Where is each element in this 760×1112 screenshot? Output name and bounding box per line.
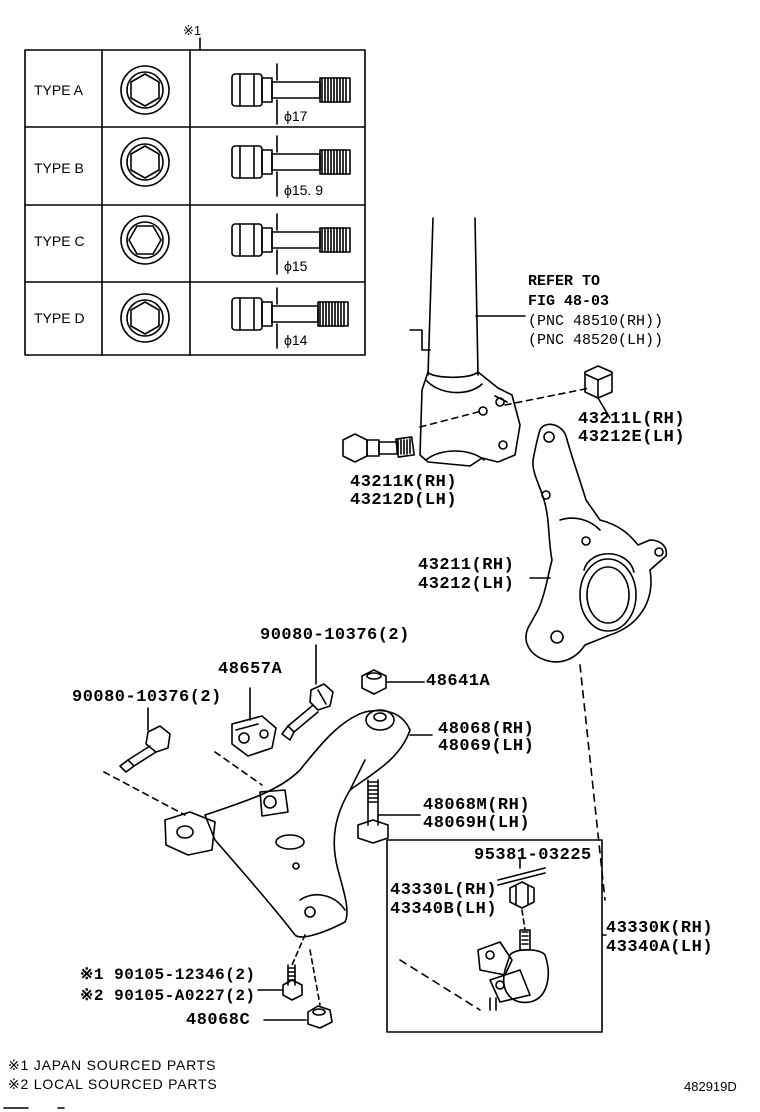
bolt-icon-type-c bbox=[231, 213, 351, 275]
strut-nut-43211l bbox=[584, 365, 613, 399]
type-b-label: TYPE B bbox=[34, 160, 84, 176]
part-label-43340a: 43340A(LH) bbox=[606, 938, 714, 957]
bolt-90080-left bbox=[119, 725, 171, 773]
type-d-label: TYPE D bbox=[34, 310, 85, 326]
part-label-90105-local: ※2 90105-A0227(2) bbox=[80, 987, 256, 1005]
part-label-48069: 48069(LH) bbox=[438, 737, 535, 756]
bushing-48657a bbox=[231, 715, 277, 757]
upper-strut-bolt bbox=[342, 433, 415, 463]
nut-icon-type-c bbox=[120, 215, 170, 265]
type-c-label: TYPE C bbox=[34, 233, 85, 249]
refer-line-1: REFER TO bbox=[528, 273, 601, 290]
cotter-pin bbox=[497, 867, 546, 886]
part-label-43340b: 43340B(LH) bbox=[390, 900, 498, 919]
part-label-48068: 48068(RH) bbox=[438, 720, 535, 739]
part-label-43330l: 43330L(RH) bbox=[390, 881, 498, 900]
refer-line-4: (PNC 48520(LH)) bbox=[528, 332, 664, 349]
nut-48068c bbox=[307, 1005, 333, 1029]
bolt-48068m bbox=[357, 779, 389, 844]
type-a-dimension: ϕ17 bbox=[284, 108, 308, 124]
bolt-90105 bbox=[282, 964, 303, 1001]
bolt-90080-top bbox=[281, 683, 334, 741]
note-japan-sourced: ※1 JAPAN SOURCED PARTS bbox=[8, 1057, 217, 1073]
part-label-48657a: 48657A bbox=[218, 660, 283, 679]
strut-absorber bbox=[409, 217, 521, 467]
nut-icon-type-d bbox=[120, 293, 170, 343]
nut-48641a bbox=[361, 669, 387, 695]
part-label-43211l: 43211L(RH) bbox=[578, 410, 686, 429]
note-local-sourced: ※2 LOCAL SOURCED PARTS bbox=[8, 1076, 218, 1092]
part-label-48069h: 48069H(LH) bbox=[423, 814, 531, 833]
type-a-label: TYPE A bbox=[34, 82, 84, 98]
bolt-type-table bbox=[24, 37, 366, 356]
table-header-mark: ※1 bbox=[183, 23, 202, 38]
type-d-dimension: ϕ14 bbox=[284, 332, 308, 348]
part-label-48068c: 48068C bbox=[186, 1011, 251, 1030]
part-label-48641a: 48641A bbox=[426, 672, 491, 691]
part-label-95381: 95381-03225 bbox=[474, 846, 592, 865]
lower-control-arm bbox=[164, 709, 411, 938]
refer-line-2: FIG 48-03 bbox=[528, 293, 610, 310]
bolt-icon-type-b bbox=[231, 135, 351, 197]
part-label-90080-top: 90080-10376(2) bbox=[260, 626, 410, 645]
part-label-90080-left: 90080-10376(2) bbox=[72, 688, 222, 707]
part-label-43211: 43211(RH) bbox=[418, 556, 515, 575]
part-label-43211k: 43211K(RH) bbox=[350, 473, 458, 492]
part-label-43212d: 43212D(LH) bbox=[350, 491, 458, 510]
part-label-90105-jp: ※1 90105-12346(2) bbox=[80, 966, 256, 984]
part-label-43330k: 43330K(RH) bbox=[606, 919, 714, 938]
nut-icon-type-a bbox=[120, 65, 170, 115]
ball-joint-box bbox=[386, 839, 603, 1033]
part-label-43212: 43212(LH) bbox=[418, 575, 515, 594]
refer-line-3: (PNC 48510(RH)) bbox=[528, 313, 664, 330]
bolt-icon-type-a bbox=[231, 63, 351, 125]
steering-knuckle bbox=[525, 423, 668, 663]
nut-icon-type-b bbox=[120, 137, 170, 187]
bolt-icon-type-d bbox=[231, 287, 349, 349]
type-c-dimension: ϕ15 bbox=[284, 258, 308, 274]
type-b-dimension: ϕ15. 9 bbox=[284, 182, 323, 198]
ball-joint bbox=[477, 929, 549, 1011]
castle-nut-43330l bbox=[509, 881, 535, 909]
diagram-id: 482919D bbox=[684, 1079, 737, 1094]
part-label-48068m: 48068M(RH) bbox=[423, 796, 531, 815]
part-label-43212e: 43212E(LH) bbox=[578, 428, 686, 447]
